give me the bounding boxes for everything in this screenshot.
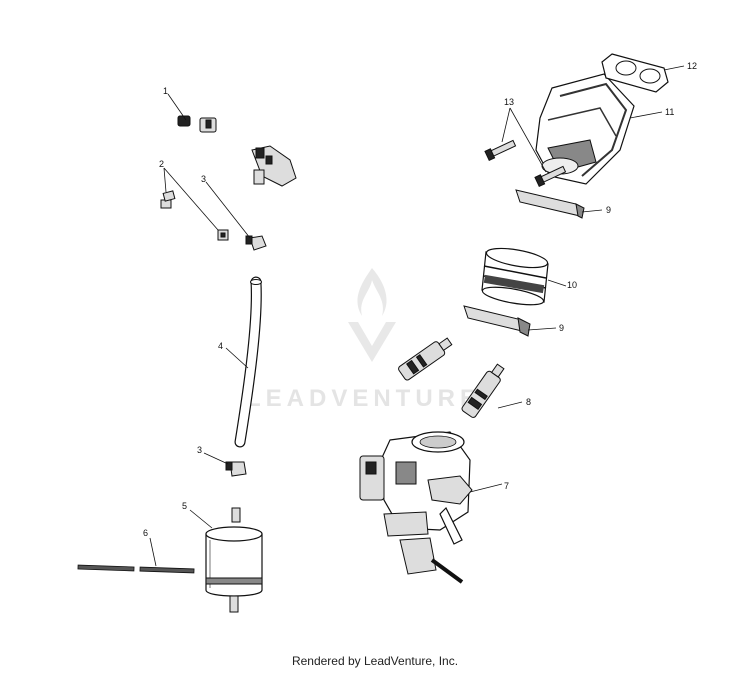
part-2-bolts — [160, 190, 229, 241]
leadventure-watermark: LEADVENTURE — [246, 268, 481, 412]
part-3-clamp-upper — [245, 235, 267, 251]
callout-3-lower: 3 — [197, 445, 202, 455]
part-10-intake-boot — [481, 247, 549, 306]
callout-1: 1 — [163, 86, 168, 96]
callout-2: 2 — [159, 159, 164, 169]
part-11-intake-manifold — [535, 73, 635, 185]
callout-7: 7 — [504, 481, 509, 491]
callout-11: 11 — [665, 107, 674, 117]
part-6-cable-tie — [77, 564, 195, 574]
part-8-injector-right — [461, 363, 505, 418]
footer-credit: Rendered by LeadVenture, Inc. — [291, 654, 459, 668]
callout-10: 10 — [567, 280, 577, 290]
part-4-hose — [234, 276, 262, 448]
part-7-throttle-body — [359, 431, 473, 584]
part-3-clamp-lower — [225, 461, 247, 477]
callout-8: 8 — [526, 397, 531, 407]
callout-9-upper: 9 — [606, 205, 611, 215]
callout-12: 12 — [687, 61, 697, 71]
bolt-upper — [160, 190, 176, 209]
part-8-injector-left — [398, 337, 453, 381]
part-9-clamp-upper — [515, 189, 585, 219]
callout-9-lower: 9 — [559, 323, 564, 333]
leader-lines — [149, 65, 685, 567]
part-12-gasket — [601, 53, 669, 93]
callout-6: 6 — [143, 528, 148, 538]
callout-13: 13 — [504, 97, 514, 107]
callout-labels: 1 2 3 4 3 5 6 7 8 9 9 10 11 12 13 — [143, 61, 697, 538]
part-1-fuel-rail — [177, 115, 297, 187]
part-9-clamp-lower — [463, 305, 531, 337]
callout-3-upper: 3 — [201, 174, 206, 184]
callout-5: 5 — [182, 501, 187, 511]
bolt-lower — [217, 229, 229, 241]
callout-4: 4 — [218, 341, 223, 351]
part-5-fuel-filter — [205, 507, 263, 613]
flame-logo-icon — [348, 268, 396, 362]
watermark-text: LEADVENTURE — [246, 385, 481, 412]
part-13-bolts — [484, 139, 567, 188]
